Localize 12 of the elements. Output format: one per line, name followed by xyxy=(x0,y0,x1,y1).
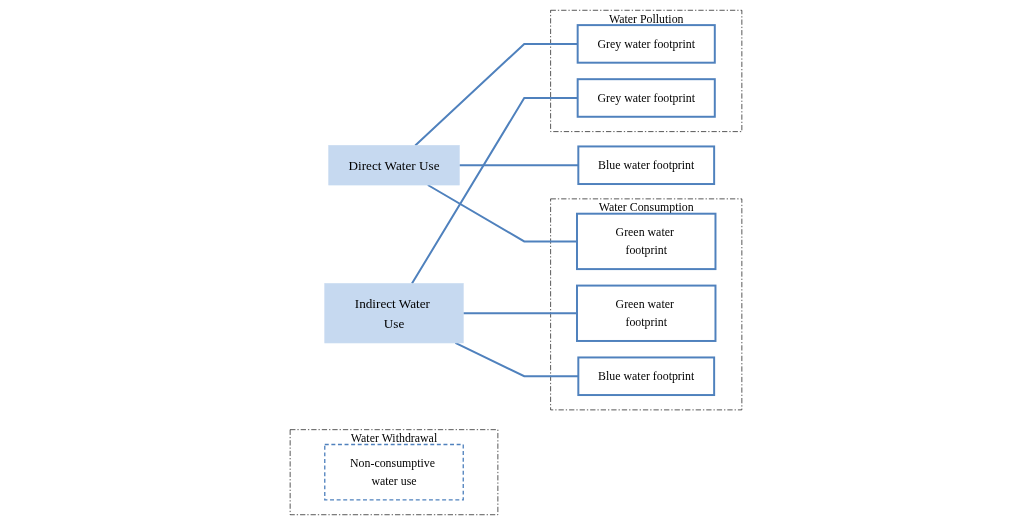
node-box: Non-consumptive water use xyxy=(324,443,464,501)
connector xyxy=(462,311,578,314)
node-box: Grey water footprint xyxy=(576,77,716,118)
connector xyxy=(410,96,579,285)
node-box: Indirect Water Use xyxy=(324,282,464,343)
node-box: Grey water footprint xyxy=(576,23,716,64)
node-box: Green water footprint xyxy=(576,212,717,270)
connector xyxy=(426,183,578,242)
node-box: Direct Water Use xyxy=(328,144,460,185)
node-box: Green water footprint xyxy=(576,284,717,342)
node-box: Blue water footprint xyxy=(577,144,716,185)
node-box: Blue water footprint xyxy=(577,355,716,396)
